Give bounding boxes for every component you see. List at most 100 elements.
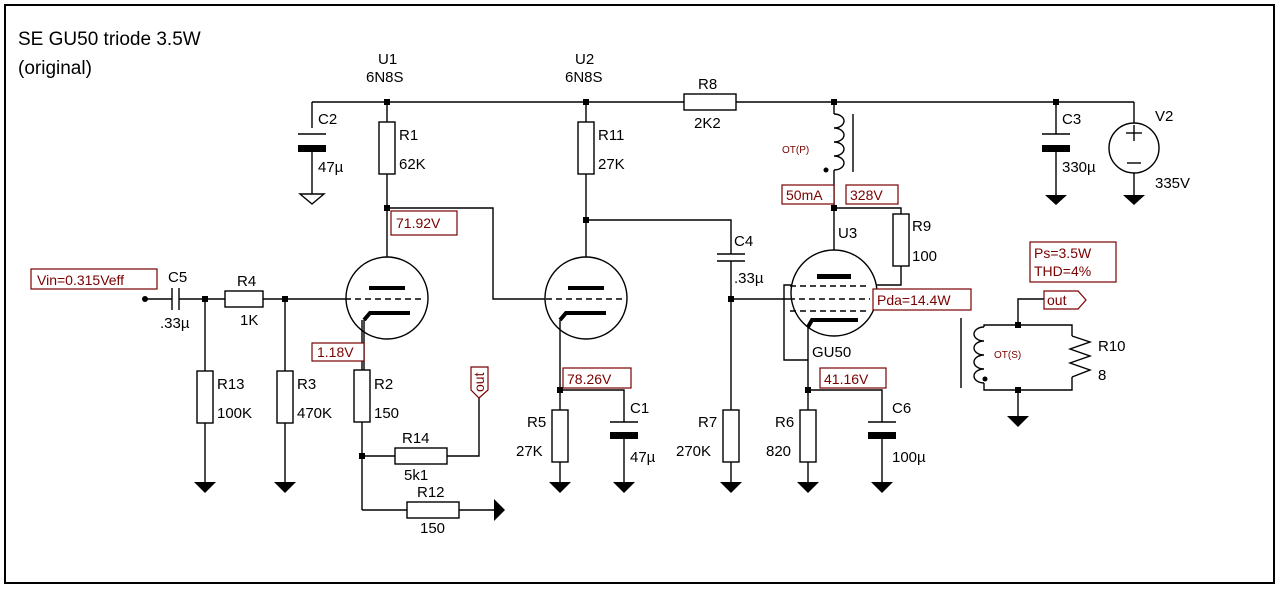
u2-cathode-voltage-text: 78.26V [567, 371, 612, 387]
r11-value: 27K [598, 156, 625, 173]
vin-label: Vin=0.315Veff [37, 272, 124, 288]
u3-type: GU50 [812, 344, 851, 361]
r14-ref: R14 [402, 430, 430, 447]
r6-value: 820 [766, 443, 791, 460]
u1-cathode-voltage-text: 1.18V [317, 344, 354, 360]
r14-value: 5k1 [404, 467, 428, 484]
out-net-label: out [1043, 290, 1087, 310]
u3-pda: Pda=14.4W [872, 288, 972, 311]
c3-capacitor: C3 330µ [1042, 102, 1096, 205]
ot-primary-label: OT(P) [782, 145, 809, 156]
v2-voltage-source: V2 335V [1108, 108, 1190, 205]
r8-resistor: R8 2K2 [683, 76, 737, 132]
r10-resistor: R10 8 [1018, 324, 1126, 391]
c2-value: 47µ [318, 159, 344, 176]
r10-ref: R10 [1098, 338, 1126, 355]
c4-capacitor: C4 .33µ [717, 233, 764, 410]
r12-value: 150 [420, 520, 445, 537]
u1-ref: U1 [378, 51, 397, 68]
r5-ref: R5 [527, 414, 546, 431]
u2-tube [544, 256, 628, 340]
c2-ref: C2 [318, 111, 337, 128]
r8-ref: R8 [698, 76, 717, 93]
schematic-frame [4, 4, 1275, 584]
thd-text: THD=4% [1034, 263, 1091, 279]
r9-resistor: R9 100 [783, 213, 937, 361]
c4-ref: C4 [734, 233, 753, 250]
r14-resistor: R14 5k1 [362, 398, 480, 484]
r5-resistor: R5 27K [516, 409, 571, 493]
u3-current-text: 50mA [786, 187, 823, 203]
u2-type: 6N8S [565, 69, 603, 86]
c1-capacitor: C1 47µ [610, 400, 656, 493]
vin-annotation: Vin=0.315Veff [30, 268, 158, 290]
u1-plate-voltage-text: 71.92V [396, 215, 441, 231]
c5-ref: C5 [168, 269, 187, 286]
u3-pda-text: Pda=14.4W [877, 292, 951, 308]
r3-value: 470K [297, 405, 332, 422]
v2-ref: V2 [1155, 108, 1173, 125]
out-label-text: out [1047, 292, 1067, 308]
r1-resistor: R1 62K [378, 102, 426, 208]
u1-tube [345, 256, 429, 370]
r4-ref: R4 [237, 273, 256, 290]
r6-ref: R6 [775, 414, 794, 431]
ot-secondary: OT(S) [960, 318, 1021, 391]
c1-value: 47µ [630, 449, 656, 466]
r8-value: 2K2 [694, 115, 721, 132]
c5-value: .33µ [160, 315, 190, 332]
ot-secondary-label: OT(S) [994, 350, 1021, 361]
r7-ref: R7 [698, 414, 717, 431]
c4-value: .33µ [734, 270, 764, 287]
r2-resistor: R2 150 [353, 320, 399, 510]
c1-ref: C1 [630, 400, 649, 417]
r1-value: 62K [399, 156, 426, 173]
u3-plate-voltage: 328V [845, 184, 899, 205]
feedback-out-text: out [471, 372, 487, 392]
title-line-1: SE GU50 triode 3.5W [18, 29, 201, 50]
r13-resistor: R13 100K [194, 299, 252, 493]
input-network: C5 .33µ R4 1K [142, 269, 345, 332]
r2-ref: R2 [374, 376, 393, 393]
u1-type: 6N8S [366, 69, 404, 86]
u3-cathode-voltage: 41.16V [819, 367, 887, 389]
r7-value: 270K [676, 443, 711, 460]
title-line-2: (original) [18, 58, 92, 79]
u3-ref: U3 [838, 225, 857, 242]
feedback-out-net-label: out [470, 366, 489, 399]
c2-capacitor: C2 47µ [298, 111, 344, 205]
r6-resistor: R6 820 [766, 409, 819, 493]
c6-capacitor: C6 100µ [868, 400, 926, 493]
r10-value: 8 [1098, 367, 1106, 384]
r12-resistor: R12 150 [362, 484, 505, 537]
r7-resistor: R7 270K [676, 409, 742, 493]
v2-value: 335V [1155, 175, 1190, 192]
r2-value: 150 [374, 405, 399, 422]
output-summary: Ps=3.5W THD=4% [1029, 241, 1117, 283]
r13-value: 100K [217, 405, 252, 422]
u3-plate-voltage-text: 328V [850, 187, 883, 203]
c6-value: 100µ [892, 449, 926, 466]
r11-ref: R11 [598, 127, 624, 144]
r12-ref: R12 [417, 484, 445, 501]
r13-ref: R13 [217, 376, 245, 393]
u3-cathode-voltage-text: 41.16V [824, 371, 869, 387]
r9-ref: R9 [912, 218, 931, 235]
r1-ref: R1 [399, 127, 418, 144]
c3-ref: C3 [1062, 111, 1081, 128]
ps-text: Ps=3.5W [1034, 245, 1092, 261]
u3-tube: U3 GU50 [789, 225, 878, 410]
u2-cathode-voltage: 78.26V [562, 367, 632, 389]
r3-ref: R3 [297, 376, 316, 393]
r3-resistor: R3 470K [274, 299, 332, 493]
r4-value: 1K [240, 312, 258, 329]
u2-ref: U2 [575, 51, 594, 68]
c3-value: 330µ [1062, 159, 1096, 176]
c6-ref: C6 [892, 400, 911, 417]
r9-value: 100 [912, 248, 937, 265]
u1-plate-voltage: 71.92V [390, 210, 458, 236]
u1-cathode-voltage: 1.18V [311, 342, 365, 362]
u3-current: 50mA [781, 184, 835, 205]
r5-value: 27K [516, 443, 543, 460]
